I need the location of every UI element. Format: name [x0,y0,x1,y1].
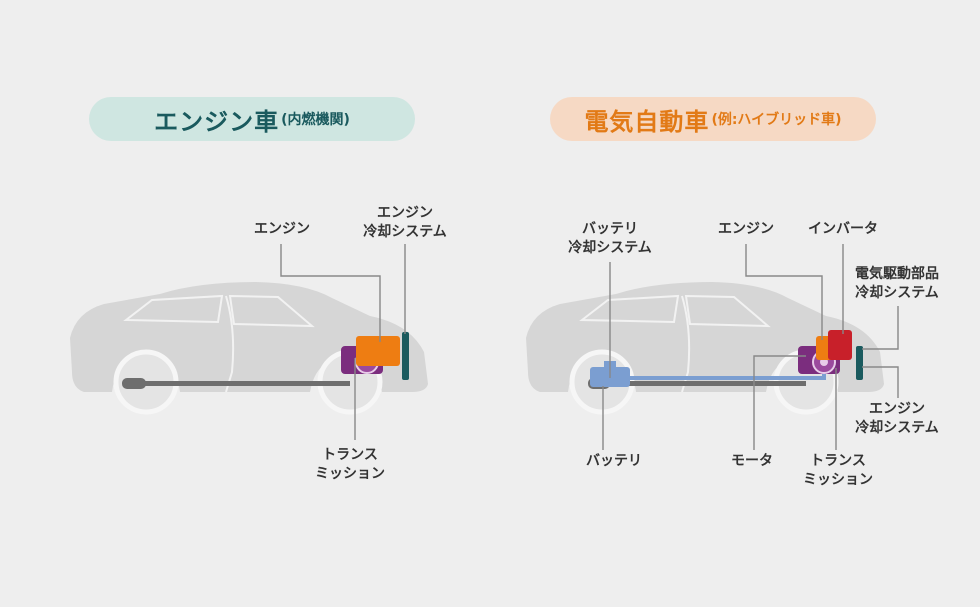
electric-car-window-rear [579,294,680,324]
electric-car-label-transmission-line1: トランス [810,453,866,469]
electric-car-label-battery: バッテリ [586,452,642,471]
electric-car-label-transmission: トランス ミッション [803,452,873,490]
electric-car-title: 電気自動車 [584,107,710,136]
electric-car-label-engine: エンジン [718,220,774,239]
electric-car-subtitle: (例:ハイブリッド車) [711,112,842,128]
electric-car-label-transmission-line2: ミッション [803,472,873,488]
engine-car-window-front [228,294,315,328]
electric-car-title-pill: 電気自動車 (例:ハイブリッド車) [550,97,876,141]
electric-car-label-drive-cooling: 電気駆動部品 冷却システム [855,265,939,303]
engine-car-label-engine: エンジン [254,220,310,239]
engine-car-window-rear [123,294,224,324]
electric-car-label-drive-cooling-line2: 冷却システム [855,285,939,301]
engine-car-rear-axle [122,378,146,389]
engine-car-body [70,282,428,392]
engine-car-engine [356,336,400,366]
electric-car-body [526,282,884,392]
engine-car-label-engine-text: エンジン [254,221,310,237]
electric-car-label-engine-cooling-line2: 冷却システム [855,420,939,436]
engine-car-label-cooling-line1: エンジン [377,205,433,221]
electric-car-label-battery-text: バッテリ [586,453,642,469]
engine-car-title-pill: エンジン車 (内燃機関) [89,97,415,141]
electric-car-label-engine-text: エンジン [718,221,774,237]
electric-car-drive-shaft [596,381,806,386]
electric-car-label-motor: モータ [731,452,773,471]
electric-car-drive-cooling-leader [862,306,899,350]
electric-car-motor-leader [753,355,806,450]
electric-car-inverter [828,330,852,360]
electric-car-label-motor-text: モータ [731,453,773,469]
engine-car-illustration [70,244,428,440]
engine-car-subtitle: (内燃機関) [281,112,350,128]
engine-car-label-cooling-line2: 冷却システム [363,224,447,240]
electric-car-door-line [681,295,691,393]
electric-car-window-front [684,294,771,328]
electric-car-label-inverter: インバータ [808,220,878,239]
engine-car-cooling-system [402,332,409,380]
electric-car-label-battery-cooling-line2: 冷却システム [568,240,652,256]
engine-car-engine-leader [280,244,381,342]
electric-car-illustration [526,244,899,450]
engine-car-label-transmission: トランス ミッション [315,446,385,484]
electric-car-label-drive-cooling-line1: 電気駆動部品 [855,266,939,282]
electric-car-engine-cooling-leader [862,366,899,398]
electric-car-engine-leader [745,244,823,340]
engine-car-label-transmission-line1: トランス [322,447,378,463]
electric-car-label-engine-cooling: エンジン 冷却システム [855,400,939,438]
engine-car-label-transmission-line2: ミッション [315,466,385,482]
engine-car-drive-shaft [130,381,350,386]
electric-car-label-inverter-text: インバータ [808,221,878,237]
electric-car-label-battery-cooling-line1: バッテリ [582,221,638,237]
electric-car-drive-cooling-system [856,346,863,380]
engine-car-label-cooling: エンジン 冷却システム [363,204,447,242]
electric-car-label-engine-cooling-line1: エンジン [869,401,925,417]
engine-car-door-line [225,295,235,393]
engine-car-title: エンジン車 [154,107,280,136]
electric-car-label-battery-cooling: バッテリ 冷却システム [568,220,652,258]
